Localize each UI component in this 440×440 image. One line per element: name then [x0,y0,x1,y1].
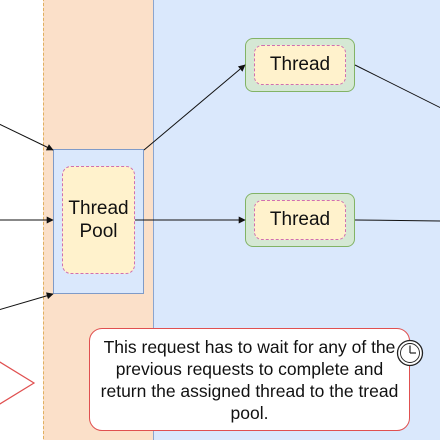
pool-to-thread-top-arrow [143,64,246,151]
thread-top-node: Thread [254,45,346,85]
thread-middle-outgoing-line [354,219,440,222]
wait-note-callout: This request has to wait for any of the … [89,328,410,431]
request-arrow-top [0,123,54,151]
thread-top-outgoing-line [354,64,440,109]
thread-pool-node: Thread Pool [62,166,135,274]
clock-icon [396,339,424,367]
waiting-request-shape [0,361,36,405]
thread-top-container: Thread [245,38,355,92]
wait-note-text: This request has to wait for any of the … [100,336,399,423]
thread-middle-node: Thread [254,200,346,240]
thread-middle-container: Thread [245,193,355,247]
request-arrow-bottom [0,292,54,311]
